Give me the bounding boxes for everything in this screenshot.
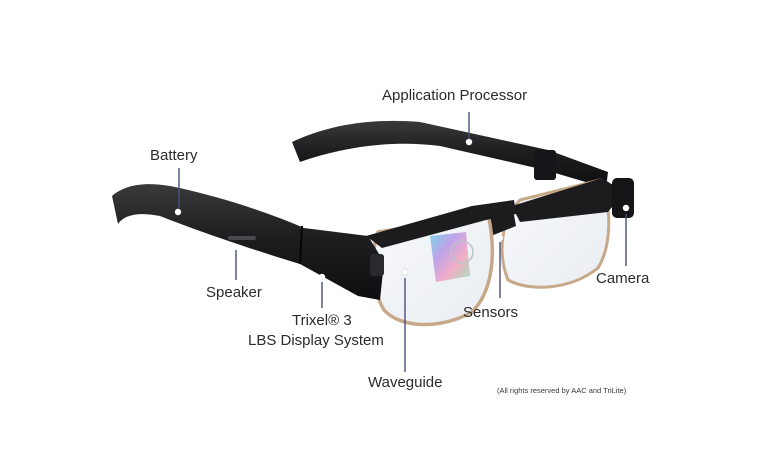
battery-label: Battery bbox=[150, 147, 198, 164]
waveguide-dot bbox=[401, 268, 409, 276]
hinge-left bbox=[370, 254, 384, 276]
battery-dot bbox=[174, 208, 182, 216]
processor-dot bbox=[465, 138, 473, 146]
camera-label: Camera bbox=[596, 270, 650, 287]
right-lens-browline bbox=[512, 178, 624, 222]
copyright-notice: (All rights reserved by AAC and TriLite) bbox=[497, 386, 627, 395]
trixel-dot bbox=[318, 273, 326, 281]
far-temple-arm bbox=[292, 120, 608, 188]
left-lens-browline bbox=[366, 200, 516, 248]
trixel-label-line1: Trixel® 3 bbox=[292, 312, 352, 329]
camera-module bbox=[612, 178, 634, 218]
speaker-label: Speaker bbox=[206, 284, 262, 301]
sensors-label: Sensors bbox=[463, 304, 519, 321]
trixel-label-line2: LBS Display System bbox=[248, 332, 384, 349]
hinge-right bbox=[534, 150, 556, 180]
waveguide-label: Waveguide bbox=[368, 374, 443, 391]
near-temple-arm bbox=[112, 184, 384, 300]
application-processor-label: Application Processor bbox=[382, 87, 528, 104]
arm-seam bbox=[299, 225, 303, 265]
speaker-grille bbox=[228, 236, 256, 240]
waveguide-circle bbox=[450, 240, 474, 264]
waveguide-rainbow bbox=[430, 232, 470, 282]
sensors-dot bbox=[497, 235, 503, 241]
camera-dot bbox=[622, 204, 630, 212]
